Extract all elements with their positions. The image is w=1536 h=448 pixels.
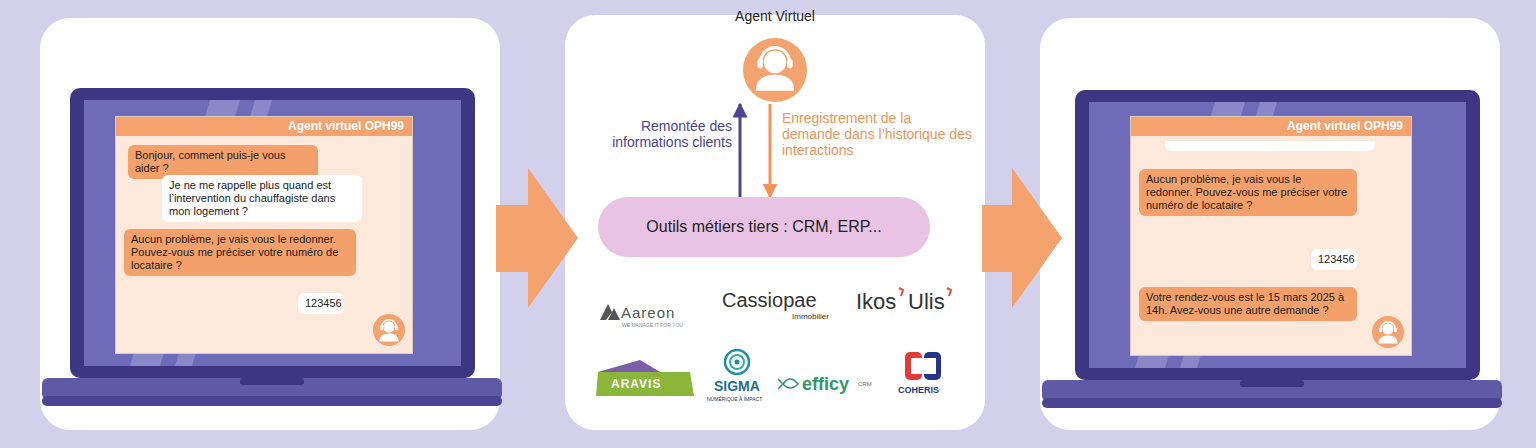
tools-pill: Outils métiers tiers : CRM, ERP... [598, 197, 930, 257]
logo-marks [596, 288, 951, 396]
message-text: Aucun problème, je vais vous le redonner… [1146, 173, 1347, 211]
logo-text: Ikos [856, 289, 896, 315]
logo-text: ARAVIS [611, 377, 661, 391]
agent-node: Agent Virtuel [725, 8, 825, 104]
avatar-icon [1371, 315, 1405, 349]
message-text: Je ne me rappelle plus quand est l’inter… [169, 179, 335, 217]
logo-text: Aareon [621, 304, 675, 321]
laptop [1042, 90, 1502, 408]
panel [40, 18, 500, 430]
logo-text: Immobilier [792, 312, 829, 321]
logo-text: efficy [802, 374, 849, 395]
window-title: Agent virtuel OPH99 [116, 117, 412, 136]
user-bubble: 123456 [1311, 249, 1357, 270]
chat-window: Agent virtuel OPH99Aucun problème, je va… [1130, 116, 1412, 356]
logo-text: WE MANAGE IT FOR YOU [622, 322, 683, 328]
logo-text: SIGMA [714, 378, 760, 394]
agent-bubble: Aucun problème, je vais vous le redonner… [124, 229, 356, 276]
message-text: Aucun problème, je vais vous le redonner… [131, 233, 338, 271]
logo-text: Cassiopae [722, 289, 817, 312]
agent-label: Agent Virtuel [725, 8, 825, 24]
panel [1040, 18, 1500, 430]
message-text: Votre rendez-vous est le 15 mars 2025 à … [1146, 291, 1344, 316]
window-title: Agent virtuel OPH99 [1131, 117, 1411, 136]
connector-label: Enregistrement de la demande dans l’hist… [782, 110, 972, 158]
agent-icon [743, 38, 807, 102]
message-text: 123456 [1318, 253, 1350, 266]
panel [565, 15, 985, 430]
avatar-icon [372, 313, 406, 347]
agent-bubble: Votre rendez-vous est le 15 mars 2025 à … [1139, 287, 1357, 321]
flow-arrow [496, 168, 578, 308]
chat-window: Agent virtuel OPH99Bonjour, comment puis… [115, 116, 413, 354]
tools-label: Outils métiers tiers : CRM, ERP... [646, 218, 881, 236]
message-text: Bonjour, comment puis-je vous aider ? [135, 149, 285, 174]
logo-text: NUMÉRIQUE À IMPACT [707, 396, 762, 402]
agent-bubble: Aucun problème, je vais vous le redonner… [1139, 169, 1357, 216]
user-bubble: Je ne me rappelle plus quand est l’inter… [162, 175, 362, 222]
message-text: 123456 [305, 297, 337, 310]
connector-arrow [769, 104, 772, 197]
agent-bubble: Bonjour, comment puis-je vous aider ? [128, 145, 318, 179]
user-bubble: 123456 [298, 293, 344, 314]
logo-text: CRM [858, 381, 872, 387]
logo-text: Ulis [908, 289, 945, 315]
connector-arrow [739, 104, 742, 197]
logo-text: COHERIS [898, 385, 939, 395]
message-stub [1165, 141, 1375, 151]
connector-label: Remontée des informations clients [588, 118, 732, 150]
laptop [42, 88, 502, 406]
flow-arrow [982, 168, 1062, 308]
